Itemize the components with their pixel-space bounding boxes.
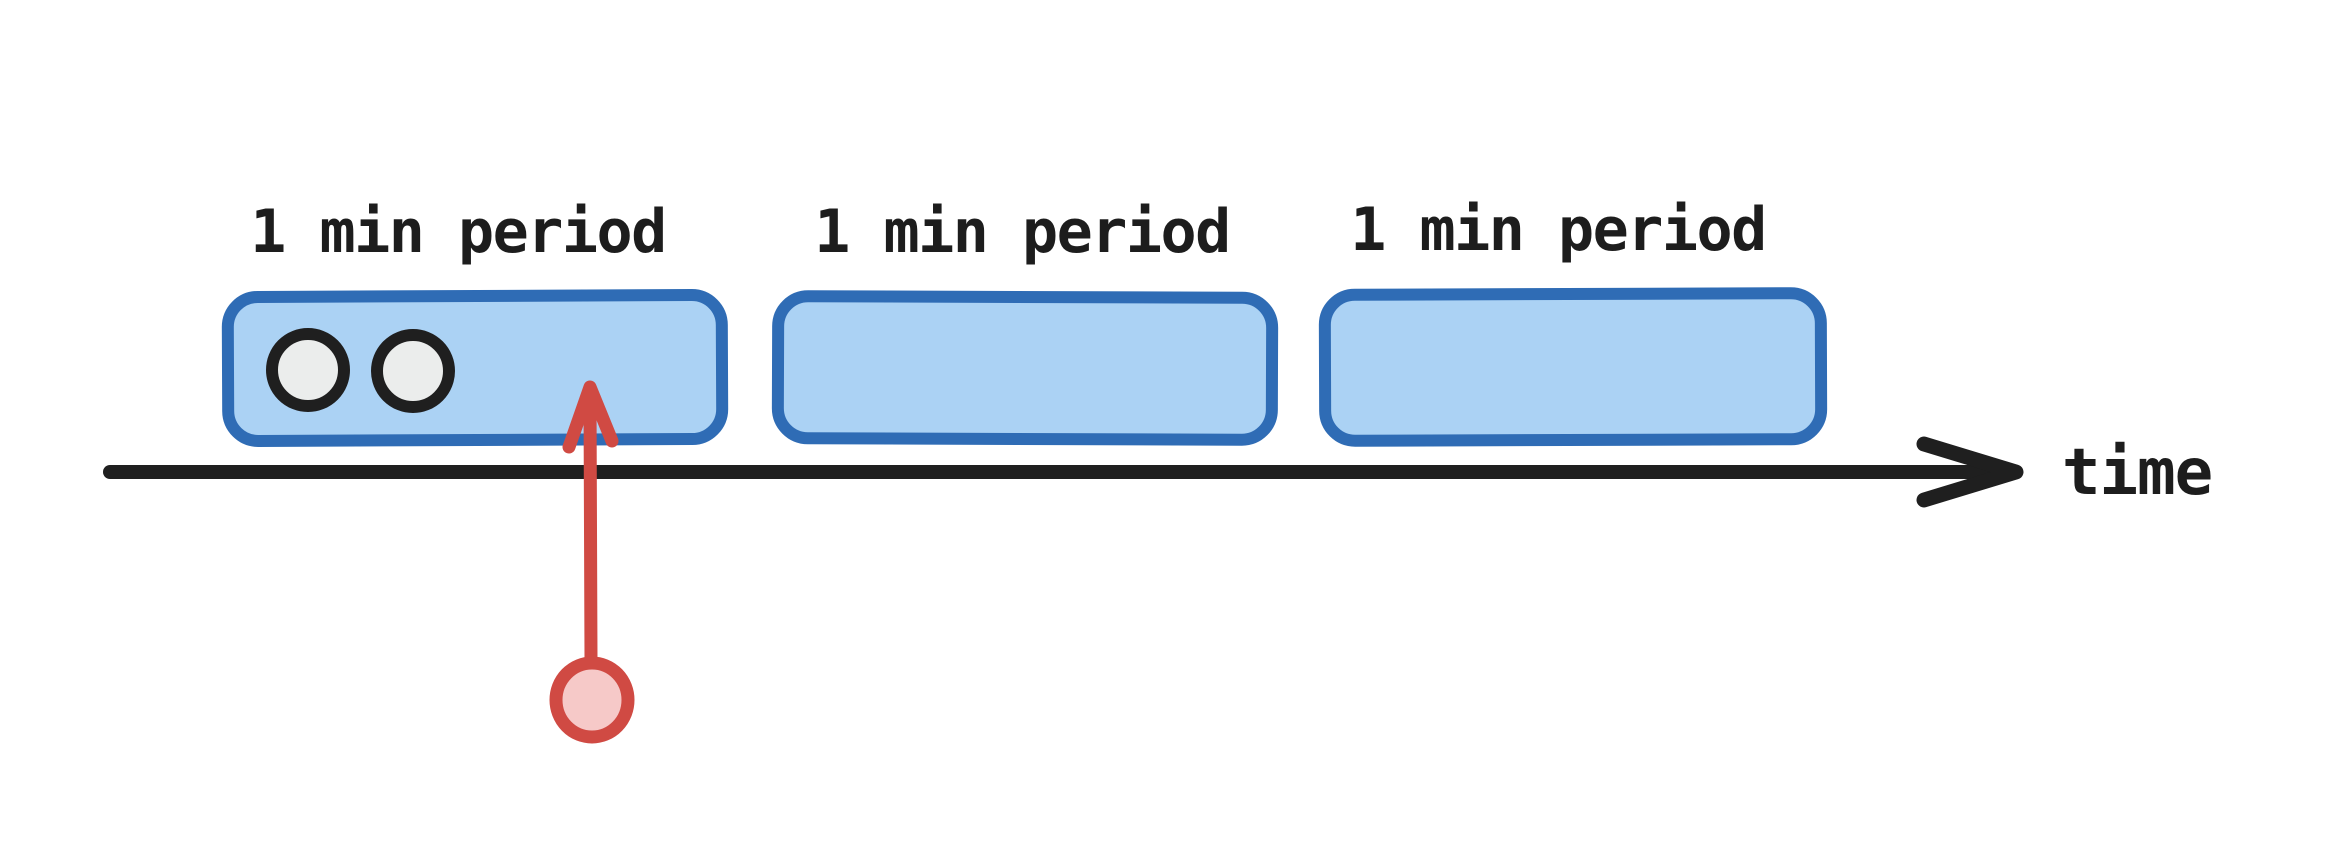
annotation-arrow-line xyxy=(583,391,598,667)
period-1-label: 1 min period xyxy=(250,197,665,267)
event-annotation-arrow xyxy=(549,380,635,744)
period-3-box xyxy=(1318,287,1828,447)
period-1-events xyxy=(266,328,455,413)
period-2-label: 1 min period xyxy=(814,197,1229,267)
event-dot-icon xyxy=(371,329,455,413)
event-dot-icon xyxy=(266,328,350,412)
time-axis-label: time xyxy=(2062,436,2212,510)
annotation-origin-dot-icon xyxy=(549,656,635,744)
period-3-label: 1 min period xyxy=(1350,195,1765,265)
time-axis-arrowhead-icon xyxy=(1916,436,2024,508)
period-2-box xyxy=(771,290,1279,446)
time-axis xyxy=(103,436,2024,508)
annotation-arrowhead-icon xyxy=(562,380,619,454)
